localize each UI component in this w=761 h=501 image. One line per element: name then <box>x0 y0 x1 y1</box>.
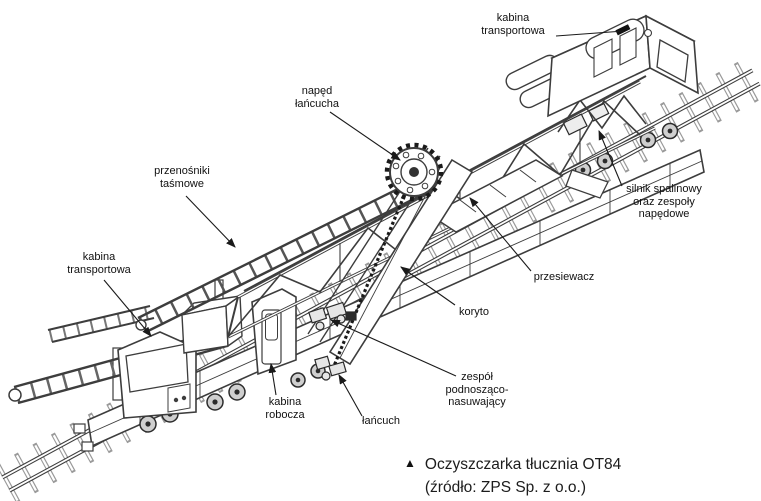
leader-lifting-unit <box>329 319 457 377</box>
leader-chain <box>338 374 363 417</box>
transport-cab-right <box>547 14 699 118</box>
side-window <box>619 27 637 66</box>
leader-trough <box>400 266 456 306</box>
under-cab-bracing <box>557 94 647 133</box>
label-przenosniki-tasmowe: przenośniki taśmowe <box>154 165 210 190</box>
digging-chain <box>332 195 406 367</box>
buffer <box>73 423 86 434</box>
transport-cab-left <box>117 331 197 419</box>
leader-working-cab <box>268 362 277 396</box>
caption-source: (źródło: ZPS Sp. z o.o.) <box>424 479 586 496</box>
caption-text: Oczyszczarka tłucznia OT84 (źródło: ZPS … <box>425 453 621 499</box>
chain-unit <box>314 355 347 381</box>
conveyor-end-roller <box>8 388 22 402</box>
caption-triangle-icon: ▲ <box>404 456 416 470</box>
roof-hatch <box>643 28 653 38</box>
label-przesiewacz: przesiewacz <box>533 271 595 283</box>
label-koryto: koryto <box>459 306 489 318</box>
leader-lines <box>103 30 625 417</box>
leader-chain-drive <box>329 111 401 161</box>
figure-caption: ▲ Oczyszczarka tłucznia OT84 (źródło: ZP… <box>404 453 621 499</box>
side-window <box>593 38 613 78</box>
label-silnik-spalinowy: silnik spalinowy oraz zespoły napędowe <box>626 183 702 220</box>
roof-vent <box>615 24 631 36</box>
leader-cab-transport-right <box>555 30 625 37</box>
side-chute <box>565 169 609 199</box>
leader-screen <box>469 197 532 272</box>
leader-engine <box>598 129 623 187</box>
label-zespol-podnoszaco: zespół podnosząco- nasuwający <box>445 371 509 408</box>
windshield <box>656 38 689 84</box>
leader-cab-transport-left <box>103 279 152 337</box>
label-lancuch: łańcuch <box>362 415 400 427</box>
label-kabina-transportowa-right: kabina transportowa <box>481 12 545 37</box>
leader-belt-conveyors <box>185 195 236 248</box>
label-kabina-transportowa-left: kabina transportowa <box>67 251 131 276</box>
buffer <box>81 441 94 452</box>
label-naped-lancucha: napęd łańcucha <box>294 85 340 110</box>
label-kabina-robocza: kabina robocza <box>265 396 305 421</box>
caption-title: Oczyszczarka tłucznia OT84 <box>424 456 622 473</box>
chain-drive-sprocket <box>384 142 444 202</box>
screen-unit <box>428 159 564 233</box>
inclined-conveyor <box>135 172 437 334</box>
windshield <box>125 343 189 393</box>
